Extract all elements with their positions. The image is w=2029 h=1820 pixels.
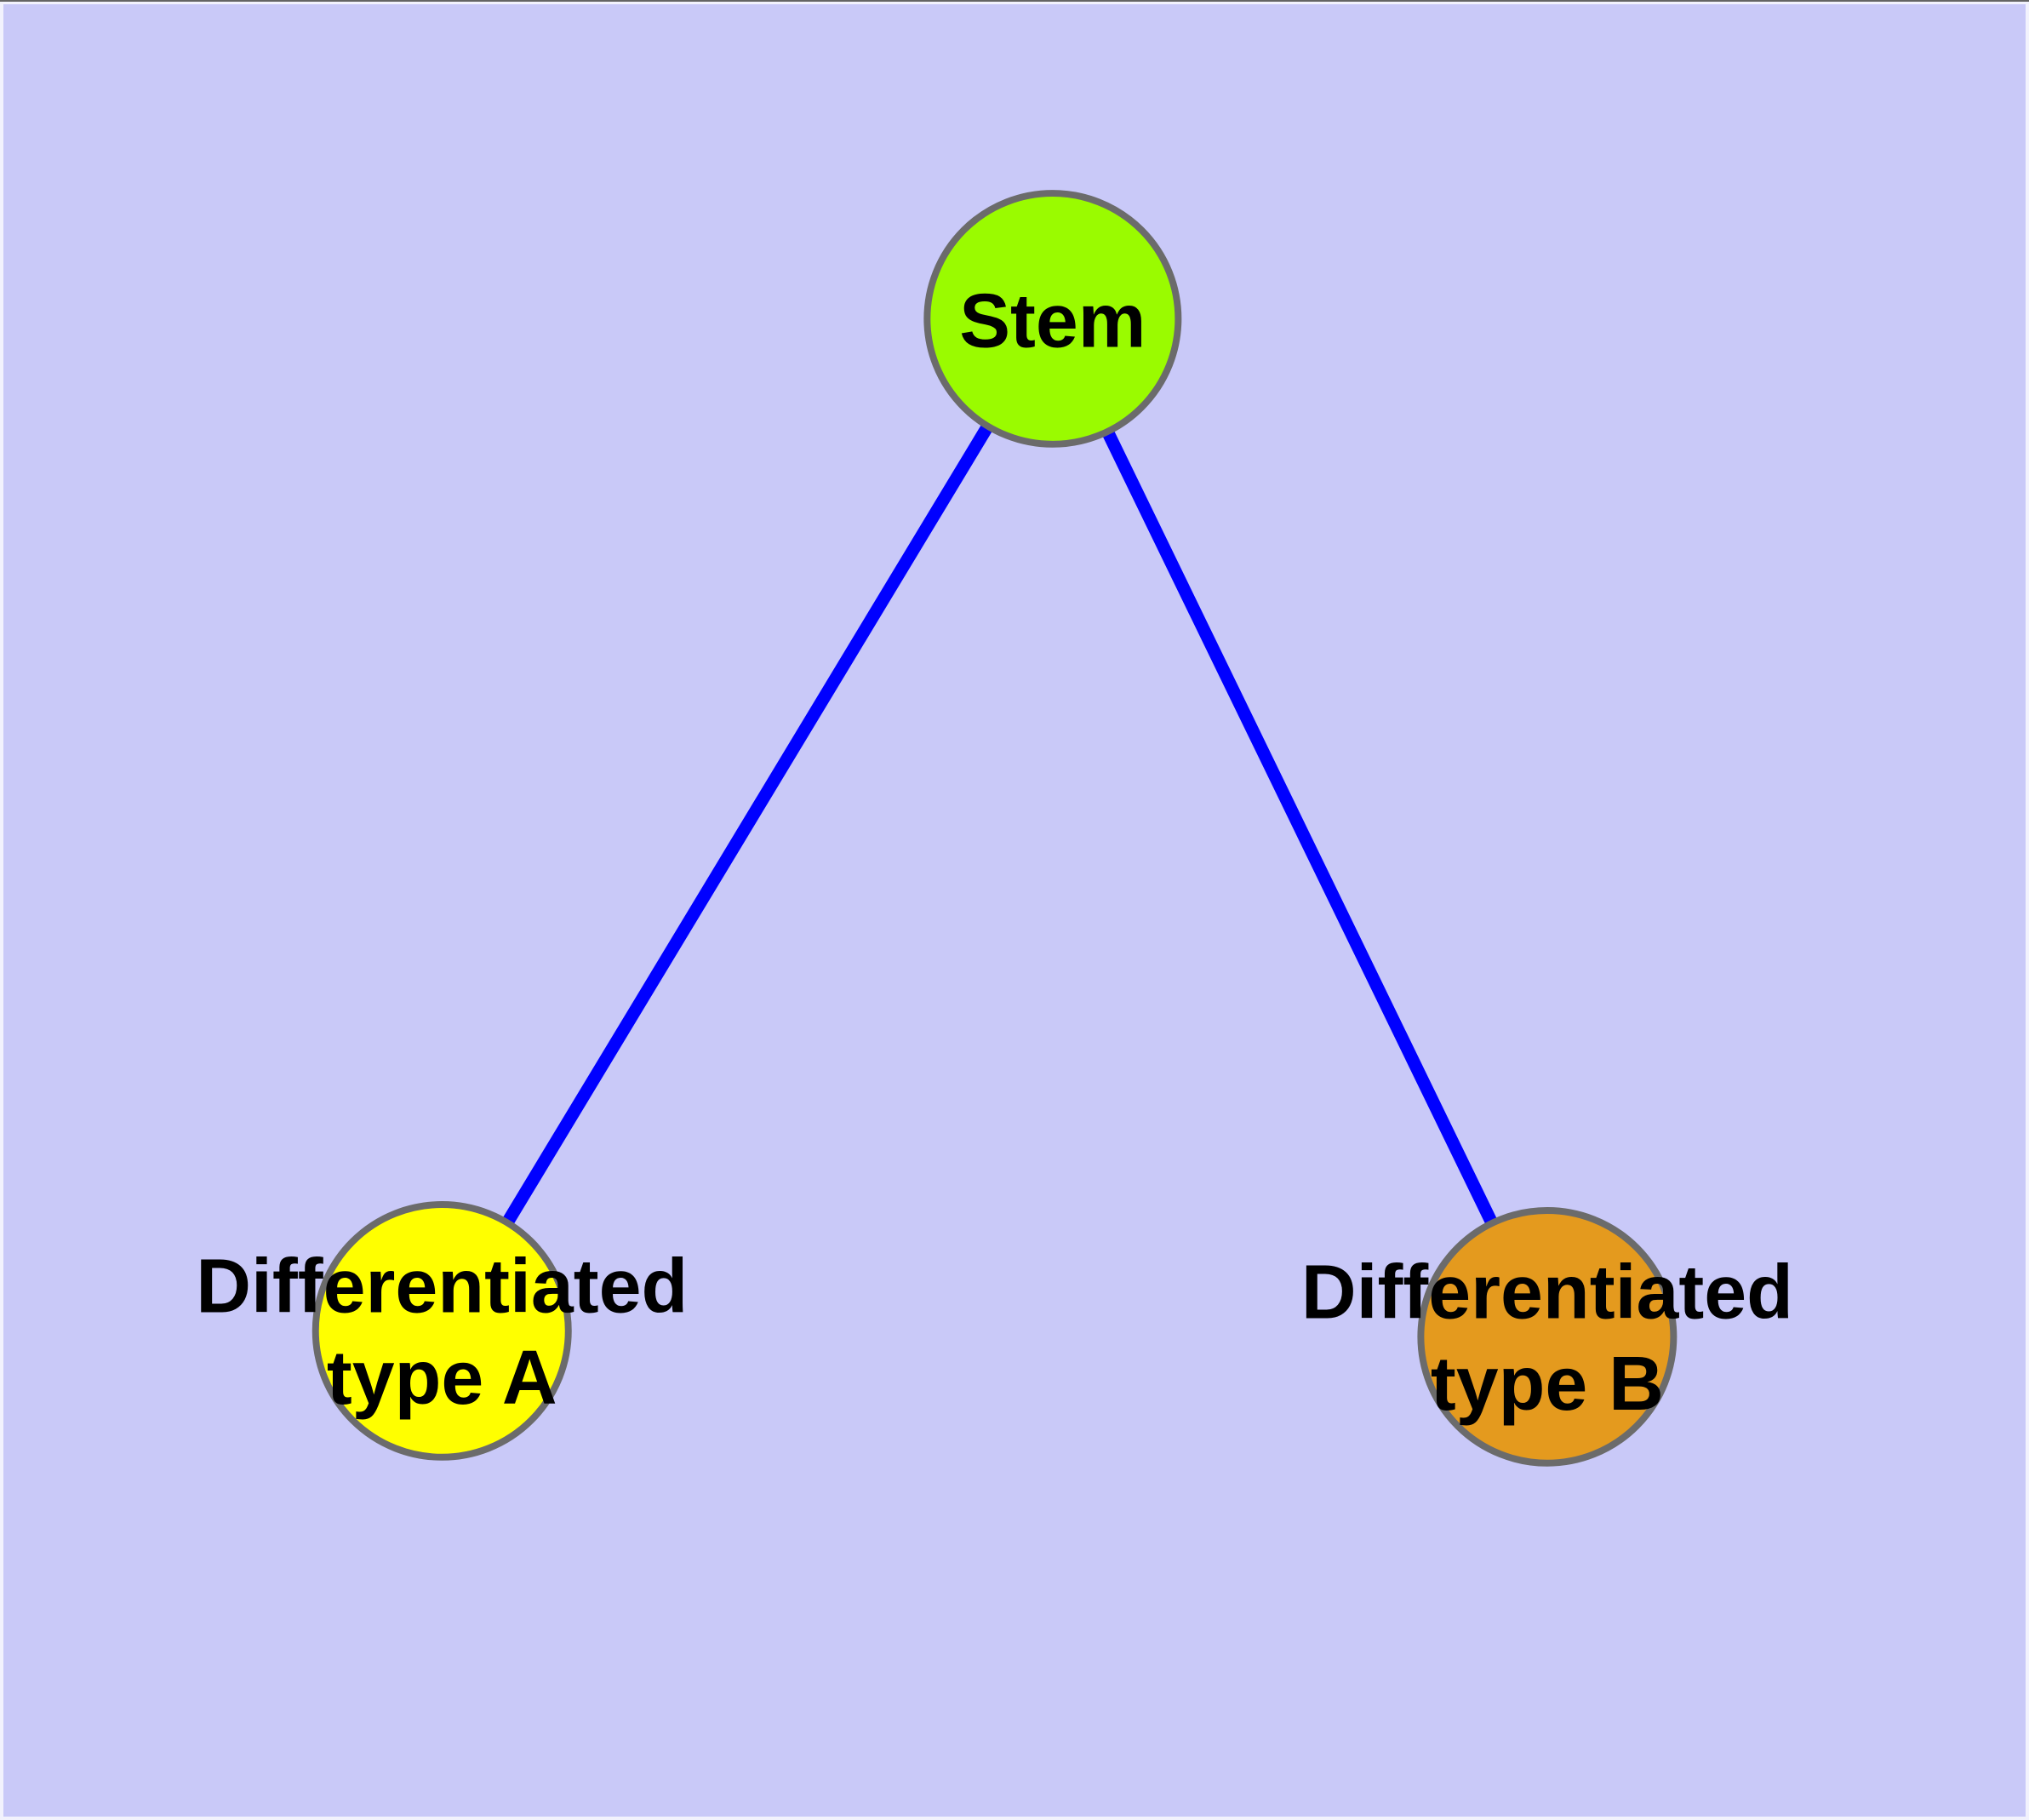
node-differentiated-type-b-circle[interactable] bbox=[1417, 1207, 1677, 1467]
node-stem[interactable]: Stem bbox=[923, 190, 1182, 448]
node-stem-circle[interactable] bbox=[923, 190, 1182, 448]
node-differentiated-type-b-label-line2: type B bbox=[1431, 1341, 1664, 1426]
node-stem-label: Stem bbox=[959, 278, 1146, 363]
node-differentiated-type-b[interactable]: Differentiated type B bbox=[1301, 1207, 1793, 1467]
node-differentiated-type-a-label-line1: Differentiated bbox=[196, 1244, 688, 1329]
canvas-wrapper: Stem Differentiated type A Differentiate… bbox=[3, 4, 2026, 1817]
edge-stem-to-type-a bbox=[435, 312, 1060, 1337]
edge-stem-to-type-b bbox=[1046, 312, 1554, 1343]
graph-canvas: Stem Differentiated type A Differentiate… bbox=[3, 4, 2026, 1817]
node-differentiated-type-a-label-line2: type A bbox=[327, 1335, 557, 1420]
node-differentiated-type-a[interactable]: Differentiated type A bbox=[196, 1201, 688, 1461]
node-differentiated-type-a-circle[interactable] bbox=[311, 1201, 572, 1461]
node-differentiated-type-b-label-line1: Differentiated bbox=[1301, 1250, 1793, 1335]
